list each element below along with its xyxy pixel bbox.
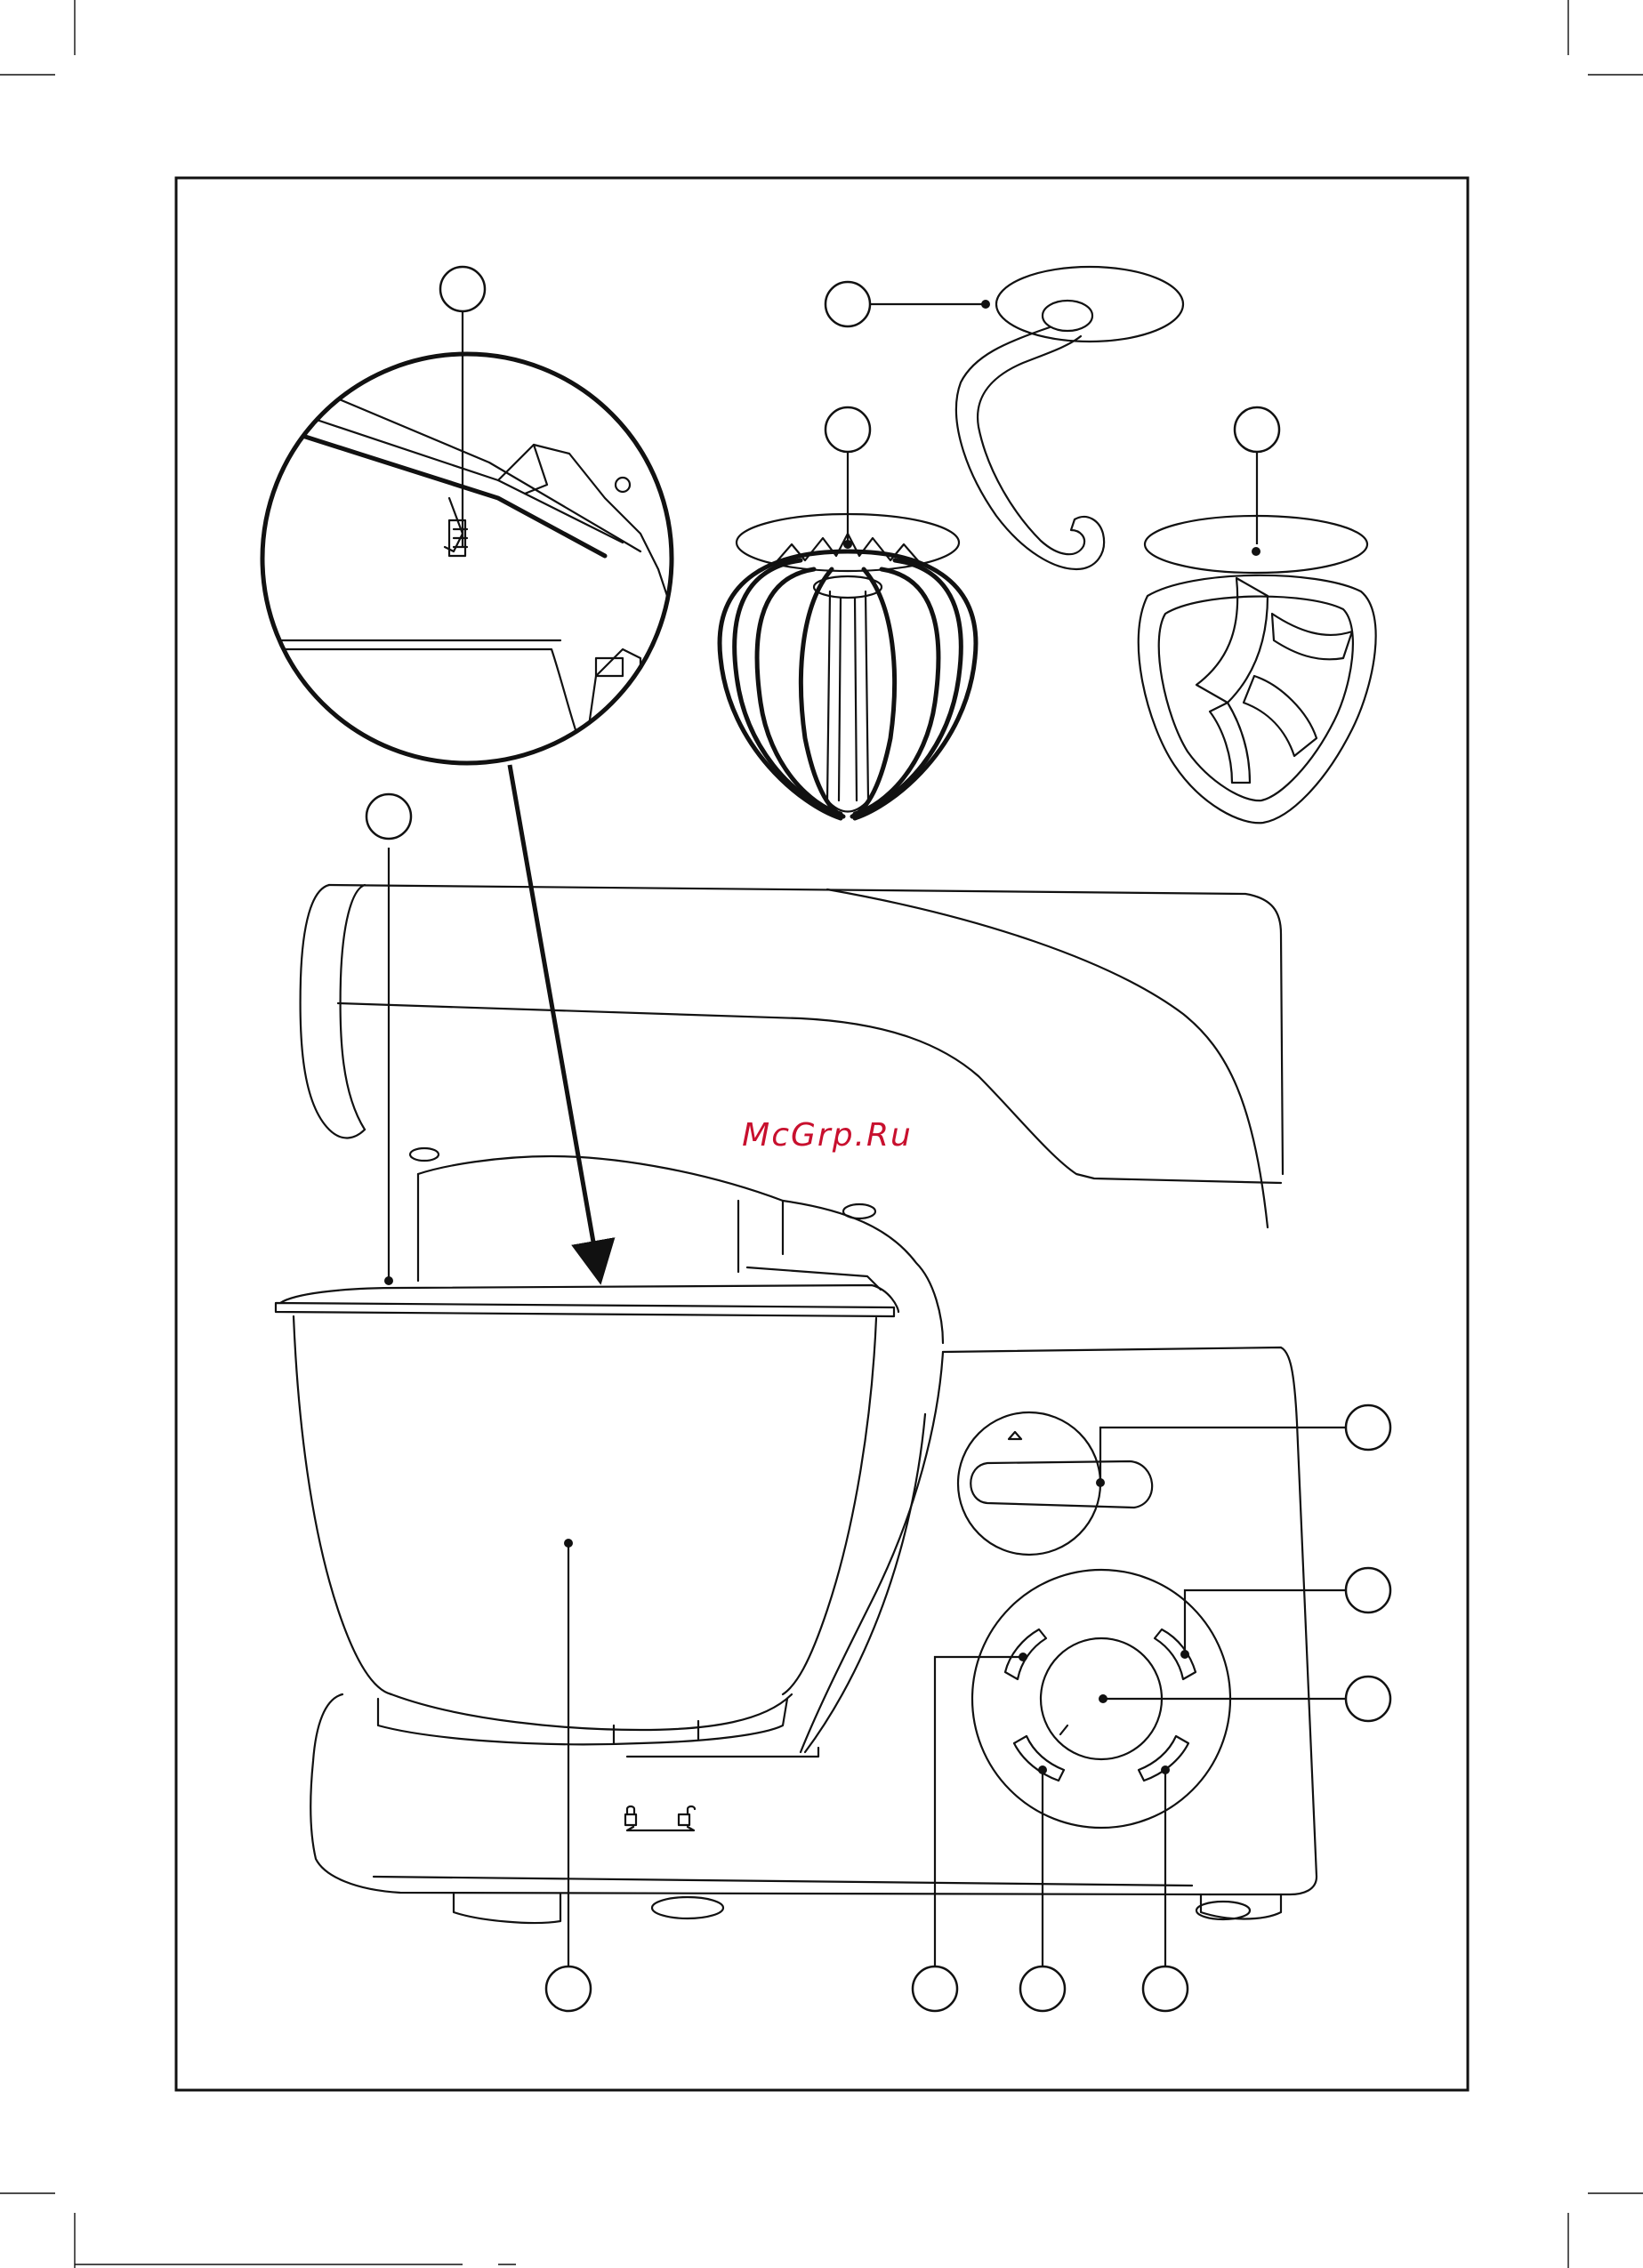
stand-mixer-illustration [276, 885, 1317, 1923]
callout-splash-lid [1346, 1405, 1390, 1450]
dough-hook-illustration [956, 267, 1183, 569]
whisk-illustration [720, 514, 976, 818]
lock-open-icon [679, 1806, 695, 1825]
callout-attachment-flat-top [826, 282, 870, 326]
watermark-text: McGrp.Ru [742, 1117, 913, 1154]
callout-whisk [826, 407, 870, 452]
arrow-up-icon [1009, 1432, 1021, 1439]
callout-button-top-left [913, 1966, 957, 2011]
callout-button-bottom-right [1143, 1966, 1188, 2011]
beater-illustration [1139, 516, 1376, 823]
callout-bowl [546, 1966, 591, 2011]
callout-beater [1235, 407, 1279, 452]
zoom-pointer-arrow [510, 765, 598, 1267]
lid-detail-zoom [262, 354, 676, 763]
callout-button-bottom-left [1020, 1966, 1065, 2011]
callout-lid-detail [366, 794, 411, 839]
callout-head-release-lever [1346, 1568, 1390, 1613]
callout-dough-hook [440, 267, 485, 311]
lock-closed-icon [625, 1806, 636, 1825]
callout-pulse-button-right [1346, 1677, 1390, 1721]
